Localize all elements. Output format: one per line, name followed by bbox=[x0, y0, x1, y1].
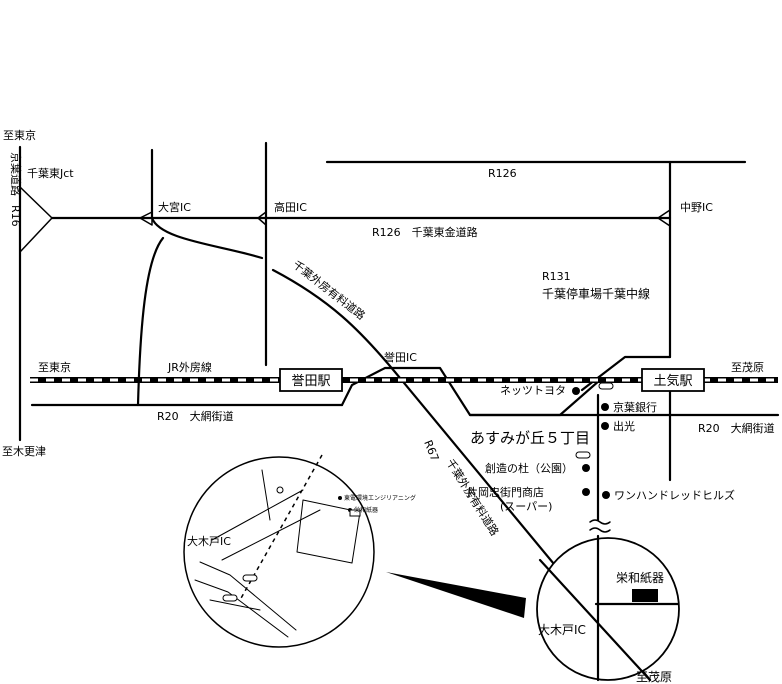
keiyo-road bbox=[18, 145, 672, 442]
okido-ic-detail bbox=[536, 534, 680, 682]
jr-sotobo-line-label: JR外房線 bbox=[167, 360, 212, 374]
kataoka-store-label: 片岡忠街門商店 bbox=[467, 485, 544, 499]
callout-pointer bbox=[386, 572, 526, 618]
r67-label: R67 bbox=[421, 438, 441, 463]
r131-label: R131 bbox=[542, 270, 571, 283]
to-mobara-rail-label: 至茂原 bbox=[731, 360, 764, 374]
homareda-station-box: 誉田駅 bbox=[279, 368, 343, 392]
toke-station-label: 土気駅 bbox=[653, 373, 692, 389]
forest-park-label: 創造の杜（公園） bbox=[485, 461, 573, 475]
to-kisarazu-label: 至木更津 bbox=[2, 445, 46, 458]
landmark-dots bbox=[572, 387, 610, 499]
to-mobara-bottom-label: 至茂原 bbox=[636, 670, 672, 684]
keiyo-road-label: 京葉道路 bbox=[9, 152, 23, 196]
chiba-higashi-jct-label: 千葉東Jct bbox=[27, 166, 74, 180]
takada-ic-label: 高田IC bbox=[274, 200, 307, 214]
keiyo-bank-label: 京葉銀行 bbox=[613, 400, 657, 414]
asumigaoka-label: あすみが丘５丁目 bbox=[470, 429, 590, 447]
okido-ic-label: 大木戸IC bbox=[538, 623, 586, 637]
traffic-signal-icon bbox=[575, 382, 614, 459]
r20-right-label: R20 大網街道 bbox=[698, 421, 775, 435]
nakano-ic-label: 中野IC bbox=[680, 201, 713, 214]
r20-left-label: R20 大網街道 bbox=[157, 409, 234, 423]
r16-label: R16 bbox=[9, 205, 22, 227]
sotobo-toll-road-upper-label: 千葉外房有料道路 bbox=[290, 257, 368, 322]
homareda-ic-label: 誉田IC bbox=[384, 350, 417, 364]
inset-okido-ic-label: 大木戸IC bbox=[187, 534, 231, 548]
road-break-icon bbox=[589, 519, 611, 533]
sotobo-toll-road bbox=[271, 268, 652, 682]
to-tokyo-top-label: 至東京 bbox=[3, 128, 36, 142]
omiya-ic-label: 大宮IC bbox=[158, 200, 191, 214]
r126-road-label: R126 千葉東金道路 bbox=[372, 225, 478, 239]
r126-top-label: R126 bbox=[488, 167, 517, 180]
inset-eiwa-label: 栄和紙器 bbox=[354, 506, 378, 514]
toke-station-box: 土気駅 bbox=[641, 368, 705, 392]
one-hundred-hills-label: ワンハンドレッドヒルズ bbox=[614, 488, 735, 502]
to-tokyo-rail-label: 至東京 bbox=[38, 360, 71, 374]
idemitsu-label: 出光 bbox=[613, 419, 635, 433]
r20-road bbox=[30, 388, 780, 522]
inset-map: 東電環境エンジリアニング 栄和紙器 大木戸IC bbox=[183, 454, 416, 648]
netz-toyota-label: ネッツトヨタ bbox=[500, 384, 566, 397]
eiwa-building-icon bbox=[632, 589, 658, 602]
eiwa-shiki-label: 栄和紙器 bbox=[616, 570, 664, 585]
inset-toden-label: 東電環境エンジリアニング bbox=[344, 494, 416, 502]
chiba-station-line-label: 千葉停車場千葉中線 bbox=[542, 286, 650, 301]
homareda-station-label: 誉田駅 bbox=[291, 374, 330, 389]
supermarket-label: (スーパー) bbox=[500, 500, 552, 513]
